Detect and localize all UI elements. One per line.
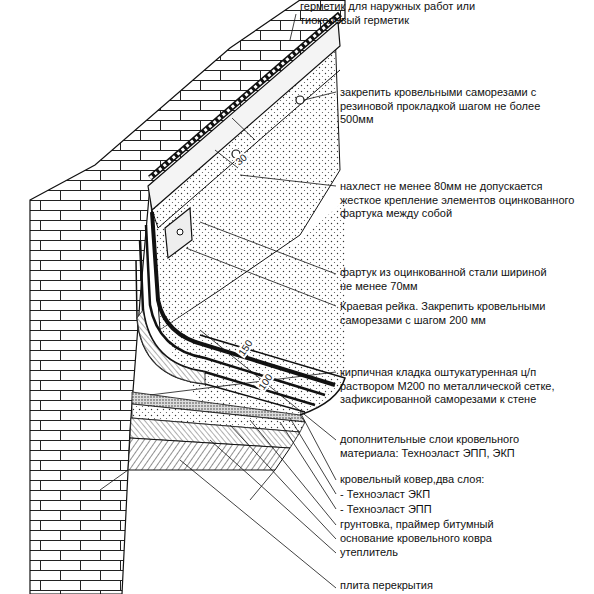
callout-note: герметик для наружных работ или тиоколов…: [300, 0, 500, 27]
callout-note: Краевая рейка. Закрепить кровельными сам…: [340, 300, 570, 327]
callout-note: нахлест не менее 80мм не допускается жес…: [340, 180, 575, 221]
callout-note: кирпичная кладка оштукатуренная ц/п раст…: [340, 366, 580, 407]
callout-note: плита перекрытия: [340, 579, 580, 593]
callout-note: - Техноэласт ЭКП: [340, 488, 580, 502]
callout-note: основание кровельного ковра: [340, 532, 580, 546]
callout-note: кровельный ковер,два слоя:: [340, 473, 580, 487]
callout-note: закрепить кровельными саморезами с резин…: [340, 86, 570, 127]
callout-note: утеплитель: [340, 546, 580, 560]
callout-note: дополнительные слои кровельного материал…: [340, 433, 540, 460]
callout-note: - Техноэласт ЭПП: [340, 503, 580, 517]
callout-note: фартук из оцинкованной стали шириной не …: [340, 266, 555, 293]
callout-note: грунтовка, праймер битумный: [340, 518, 580, 532]
